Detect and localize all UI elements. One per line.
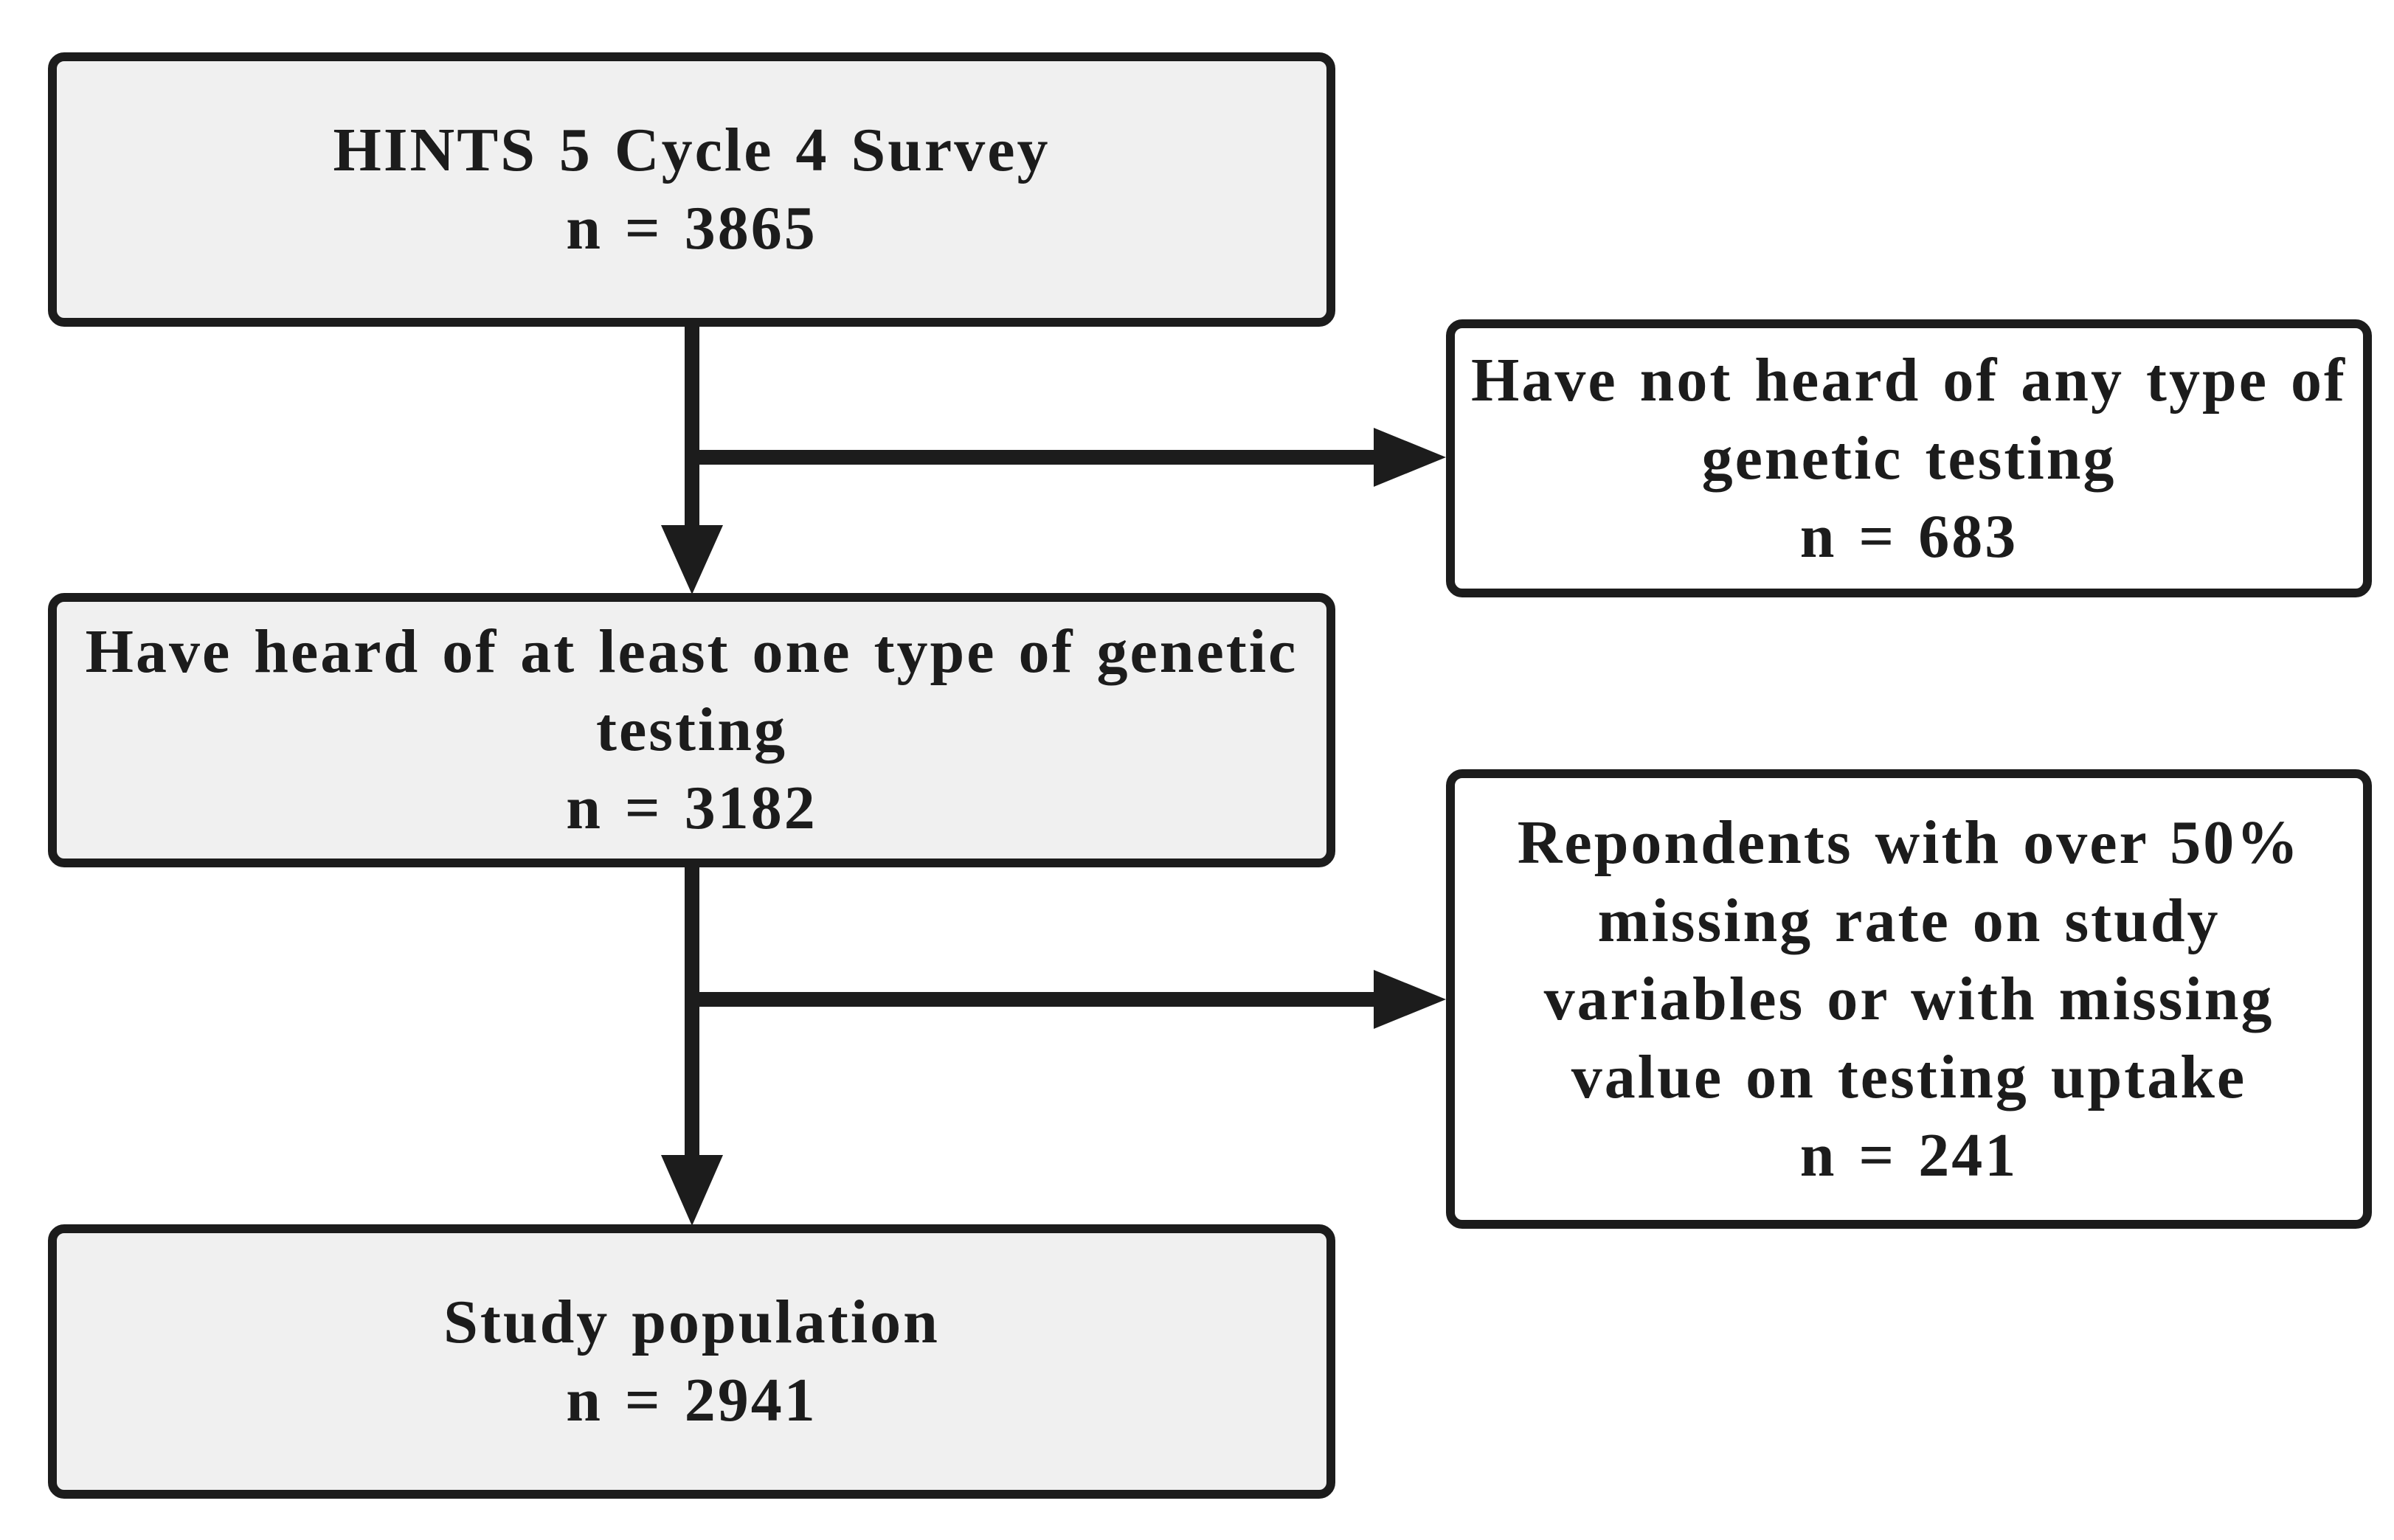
arrowhead-down-study [661,1155,723,1226]
heard-count: n = 3182 [566,774,817,842]
survey-count: n = 3865 [566,194,817,263]
box-missing: Repondents with over 50% missing rate on… [1446,769,2372,1229]
missing-count: n = 241 [1799,1120,2018,1190]
arrowhead-right-not-heard [1374,428,1446,487]
missing-title-line: Repondents with over 50% [1517,808,2301,877]
box-heard: Have heard of at least one type of genet… [48,593,1335,867]
heard-title-line: testing [596,696,787,764]
arrowhead-down-heard [661,525,723,594]
not-heard-title-line: Have not heard of any type of [1471,345,2347,415]
missing-title-line: value on testing uptake [1571,1042,2247,1111]
study-count: n = 2941 [566,1366,817,1435]
study-title: Study population [443,1288,940,1356]
heard-title-line: Have heard of at least one type of genet… [85,617,1298,686]
not-heard-title-line: genetic testing [1701,423,2117,493]
arrowhead-right-missing [1374,970,1446,1029]
box-not-heard: Have not heard of any type of genetic te… [1446,319,2372,597]
not-heard-count: n = 683 [1799,502,2018,571]
survey-title: HINTS 5 Cycle 4 Survey [333,116,1051,184]
box-study: Study population n = 2941 [48,1224,1335,1499]
missing-title-line: missing rate on study [1597,886,2221,955]
box-survey: HINTS 5 Cycle 4 Survey n = 3865 [48,52,1335,327]
missing-title-line: variables or with missing [1543,964,2274,1033]
